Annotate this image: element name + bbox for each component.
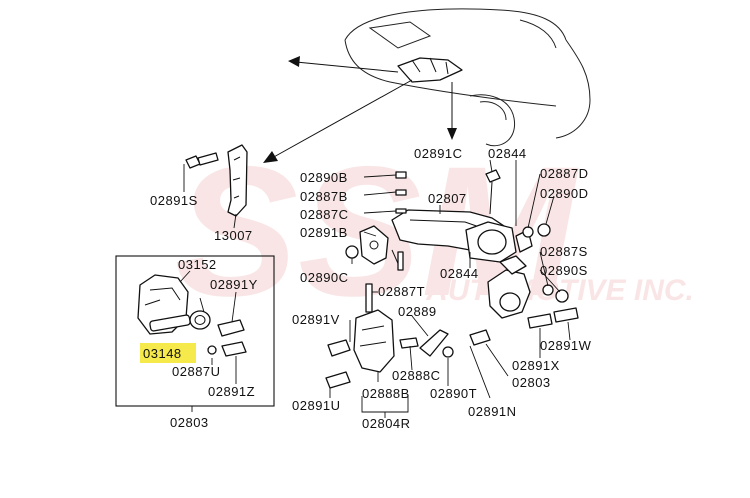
bushing [189,310,211,330]
washer-02887b [395,189,407,196]
label-02803-left: 02803 [170,415,209,430]
label-02890b: 02890B [300,170,348,185]
bolt-02891w [553,307,579,323]
lower-bracket-02804r [325,283,491,389]
label-02803-right: 02803 [512,375,551,390]
bracket-02888b [353,309,395,373]
washer-02887u [207,345,217,355]
label-02804r: 02804R [362,416,411,431]
highlight-03148 [140,343,196,363]
arrow-head-down-icon [447,128,457,140]
right-mount-assembly [487,255,579,329]
part-labels: 02891S 13007 02890B 02887B 02887C 02891B… [143,146,592,431]
bolt-02891v [327,339,351,357]
engine-mount-assembly [345,169,551,271]
label-02891x: 02891X [512,358,560,373]
label-02887b: 02887B [300,189,348,204]
bolt-02891n [469,329,491,346]
label-02887u: 02887U [172,364,221,379]
label-02891c: 02891C [414,146,463,161]
bolt-02891c [485,169,501,183]
stud-02887t [365,283,373,313]
nut-02890t [442,346,454,358]
subassembly-box-02803 [115,255,275,412]
washer-02887d [522,226,534,238]
callout-arrows [263,56,457,163]
nut-02890s [555,289,569,303]
label-02890t: 02890T [430,386,477,401]
label-02890d: 02890D [540,186,589,201]
nut-02890d [537,223,551,237]
label-02887d: 02887D [540,166,589,181]
bolt-02888c [399,337,419,349]
label-02891z: 02891Z [208,384,255,399]
bolt-02891x [527,313,553,329]
washer-02887s [542,284,554,296]
label-02890s: 02890S [540,263,588,278]
label-03148: 03148 [143,346,182,361]
label-02891w: 02891W [540,338,592,353]
nut-02890b [395,171,407,179]
car-mount-location [397,57,463,83]
bolt-02891u [325,371,351,389]
label-02844-bottom: 02844 [440,266,479,281]
label-02887c: 02887C [300,207,349,222]
label-02891s: 02891S [150,193,198,208]
label-02891n: 02891N [468,404,517,419]
label-02888b: 02888B [362,386,410,401]
bolt-02891y [217,319,245,337]
label-02891v: 02891V [292,312,340,327]
bolt-02891z [221,341,247,357]
car-front-illustration [344,8,591,147]
label-02887t: 02887T [378,284,425,299]
arrow-head-left-icon [288,56,300,67]
label-02891u: 02891U [292,398,341,413]
bracket-13007 [185,144,248,217]
label-02807: 02807 [428,191,467,206]
link-02889 [419,329,449,357]
label-02889: 02889 [398,304,437,319]
label-02891b: 02891B [300,225,348,240]
label-02891y: 02891Y [210,277,258,292]
washer-02887c [395,208,407,214]
label-02890c: 02890C [300,270,349,285]
leader-lines [179,159,571,418]
mount-plate-02891b [359,225,389,265]
shaft-03148 [149,314,191,332]
label-02888c: 02888C [392,368,441,383]
arrow-head-down-left-icon [263,151,278,163]
label-03152: 03152 [178,257,217,272]
label-13007: 13007 [214,228,253,243]
label-02844-top: 02844 [488,146,527,161]
label-02887s: 02887S [540,244,588,259]
nut-02890c [345,245,359,259]
